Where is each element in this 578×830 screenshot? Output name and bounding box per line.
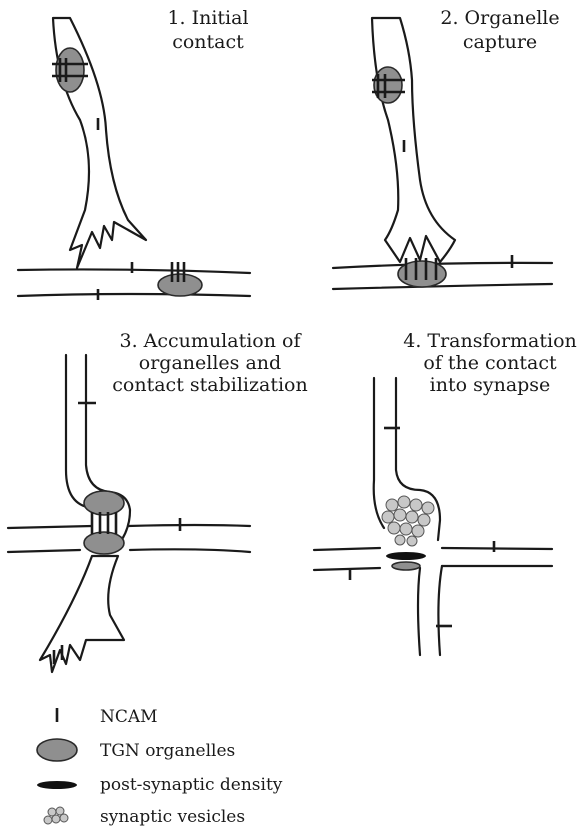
panel-4-caption-line1: 4. Transformation: [403, 330, 577, 352]
panel-4-dendrite-right-edge: [438, 566, 442, 655]
panel-4-synaptic-vesicles: [382, 496, 434, 546]
legend-item-tgn: TGN organelles: [37, 739, 235, 761]
panel-4-axon-left-edge: [374, 378, 384, 528]
panel-4-target-axon-bottom: [314, 566, 552, 570]
panel-3-caption-line3: contact stabilization: [112, 374, 307, 396]
panel-4-target-axon-top: [314, 548, 552, 550]
panel-4-caption-line3: into synapse: [430, 374, 551, 396]
panel-1-target-axon-top: [18, 269, 250, 273]
panel-4-dendrite-left-edge: [418, 568, 420, 655]
panel-1: 1. Initial contact: [18, 7, 250, 300]
legend-item-ncam: NCAM: [57, 707, 158, 727]
panel-3-target-axon-top: [8, 525, 250, 528]
panel-3: 3. Accumulation of organelles and contac…: [8, 330, 308, 672]
panel-2: 2. Organelle capture: [333, 7, 560, 289]
panel-4-tgn-organelle: [392, 562, 420, 570]
panel-2-growth-cone: [372, 18, 455, 262]
panel-1-target-axon-bottom: [18, 294, 250, 296]
panel-2-target-axon-bottom: [333, 284, 552, 289]
legend-label-psd: post-synaptic density: [100, 775, 283, 795]
panel-1-caption-line1: 1. Initial: [167, 7, 248, 29]
legend: NCAM TGN organelles post-synaptic densit…: [37, 707, 283, 827]
legend-label-tgn: TGN organelles: [100, 741, 235, 761]
panel-3-growth-cone: [40, 556, 124, 672]
legend-label-vesicles: synaptic vesicles: [100, 807, 245, 827]
panel-1-caption-line2: contact: [172, 31, 244, 53]
panel-2-caption-line1: 2. Organelle: [440, 7, 559, 29]
panel-4-caption-line2: of the contact: [423, 352, 557, 374]
panel-3-target-axon-bottom: [8, 549, 250, 552]
panel-1-target-organelle: [158, 274, 202, 296]
panel-3-caption-line1: 3. Accumulation of: [120, 330, 303, 352]
panel-3-tgn-organelle-lower: [84, 532, 124, 554]
panel-2-caption-line2: capture: [463, 31, 537, 53]
panel-3-axon-left-edge: [66, 355, 92, 508]
panel-4: 4. Transformation of the contact into sy…: [314, 330, 577, 655]
legend-item-vesicles: synaptic vesicles: [44, 807, 245, 827]
panel-3-caption-line2: organelles and: [139, 352, 281, 374]
panel-3-tgn-organelle-upper: [84, 491, 124, 515]
psd-marker-icon: [37, 781, 77, 789]
tgn-organelle-icon: [37, 739, 77, 761]
legend-item-psd: post-synaptic density: [37, 775, 283, 795]
legend-label-ncam: NCAM: [100, 707, 158, 727]
vesicle-cluster-icon: [44, 807, 68, 824]
panel-4-post-synaptic-density: [386, 552, 426, 560]
